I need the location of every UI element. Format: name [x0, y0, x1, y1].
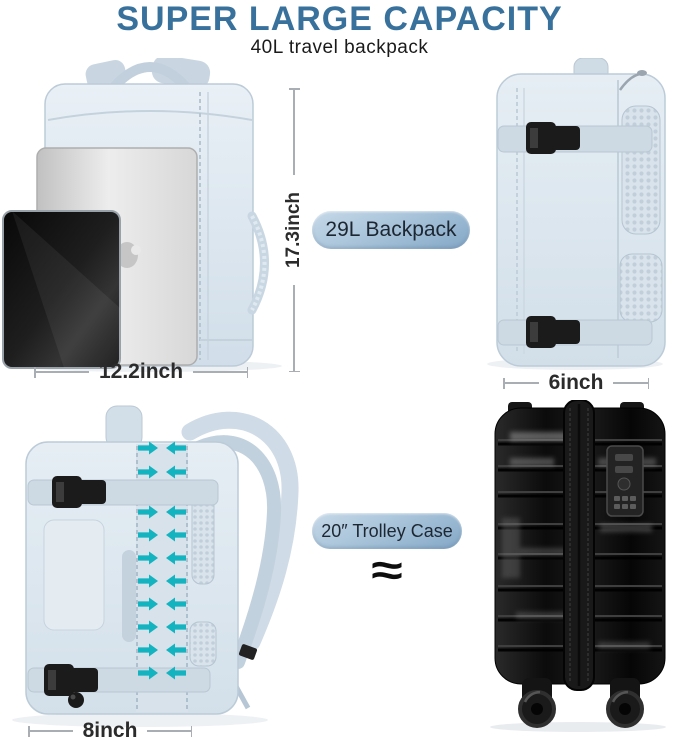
- expanded-depth-dimension: 8inch: [28, 719, 193, 739]
- approx-equal-symbol: ≈: [371, 546, 403, 595]
- zipper-pull: [618, 70, 647, 91]
- height-dimension: 17.3inch: [282, 88, 306, 372]
- buckle-top: [52, 476, 106, 508]
- expanded-depth-dimension-label: 8inch: [82, 719, 138, 739]
- tsa-lock: [606, 445, 644, 517]
- dimension-tick: [190, 725, 193, 737]
- page-subtitle: 40L travel backpack: [250, 37, 429, 58]
- page-title: SUPER LARGE CAPACITY: [116, 0, 563, 38]
- depth-dimension: 6inch: [503, 371, 650, 395]
- dimension-line: [35, 371, 89, 373]
- backpack-back-photo: [0, 400, 310, 730]
- mesh-pocket: [621, 105, 661, 235]
- buckle-top: [526, 122, 580, 154]
- buckle-bottom: [44, 664, 98, 696]
- depth-dimension-label: 6inch: [548, 371, 604, 394]
- backpack-side-photo: [470, 58, 670, 372]
- dimension-line: [613, 382, 648, 384]
- buckle-bottom: [526, 316, 580, 348]
- trolley-case-photo: [480, 400, 670, 732]
- width-dimension: 12.2inch: [34, 360, 249, 384]
- backpack-front-photo: [0, 58, 300, 372]
- dimension-tick: [288, 370, 300, 372]
- dimension-tick: [503, 377, 505, 389]
- height-dimension-label: 17.3inch: [283, 191, 305, 269]
- dimension-line: [29, 730, 73, 732]
- backpack-capacity-badge: 29L Backpack: [312, 211, 470, 249]
- strap-button: [68, 692, 84, 708]
- ground-shadow: [12, 713, 268, 727]
- width-dimension-label: 12.2inch: [98, 360, 184, 383]
- zipper-band: [563, 400, 595, 691]
- mesh-pocket-lower: [189, 621, 217, 667]
- dimension-tick: [34, 366, 36, 378]
- ground-shadow: [490, 722, 666, 732]
- mesh-pocket-lower: [619, 253, 663, 323]
- dimension-line: [193, 371, 247, 373]
- dimension-tick: [246, 366, 249, 378]
- top-handle: [108, 62, 192, 93]
- spinner-wheels: [518, 678, 644, 728]
- dimension-line: [293, 89, 295, 175]
- trolley-size-badge: 20″ Trolley Case: [312, 513, 462, 549]
- tablet: [2, 210, 121, 369]
- dimension-line: [504, 382, 539, 384]
- dimension-tick: [288, 88, 300, 90]
- dimension-tick: [647, 377, 650, 389]
- dimension-line: [293, 285, 295, 371]
- side-rope-handle: [247, 211, 269, 315]
- dimension-line: [147, 730, 191, 732]
- dimension-tick: [28, 725, 30, 737]
